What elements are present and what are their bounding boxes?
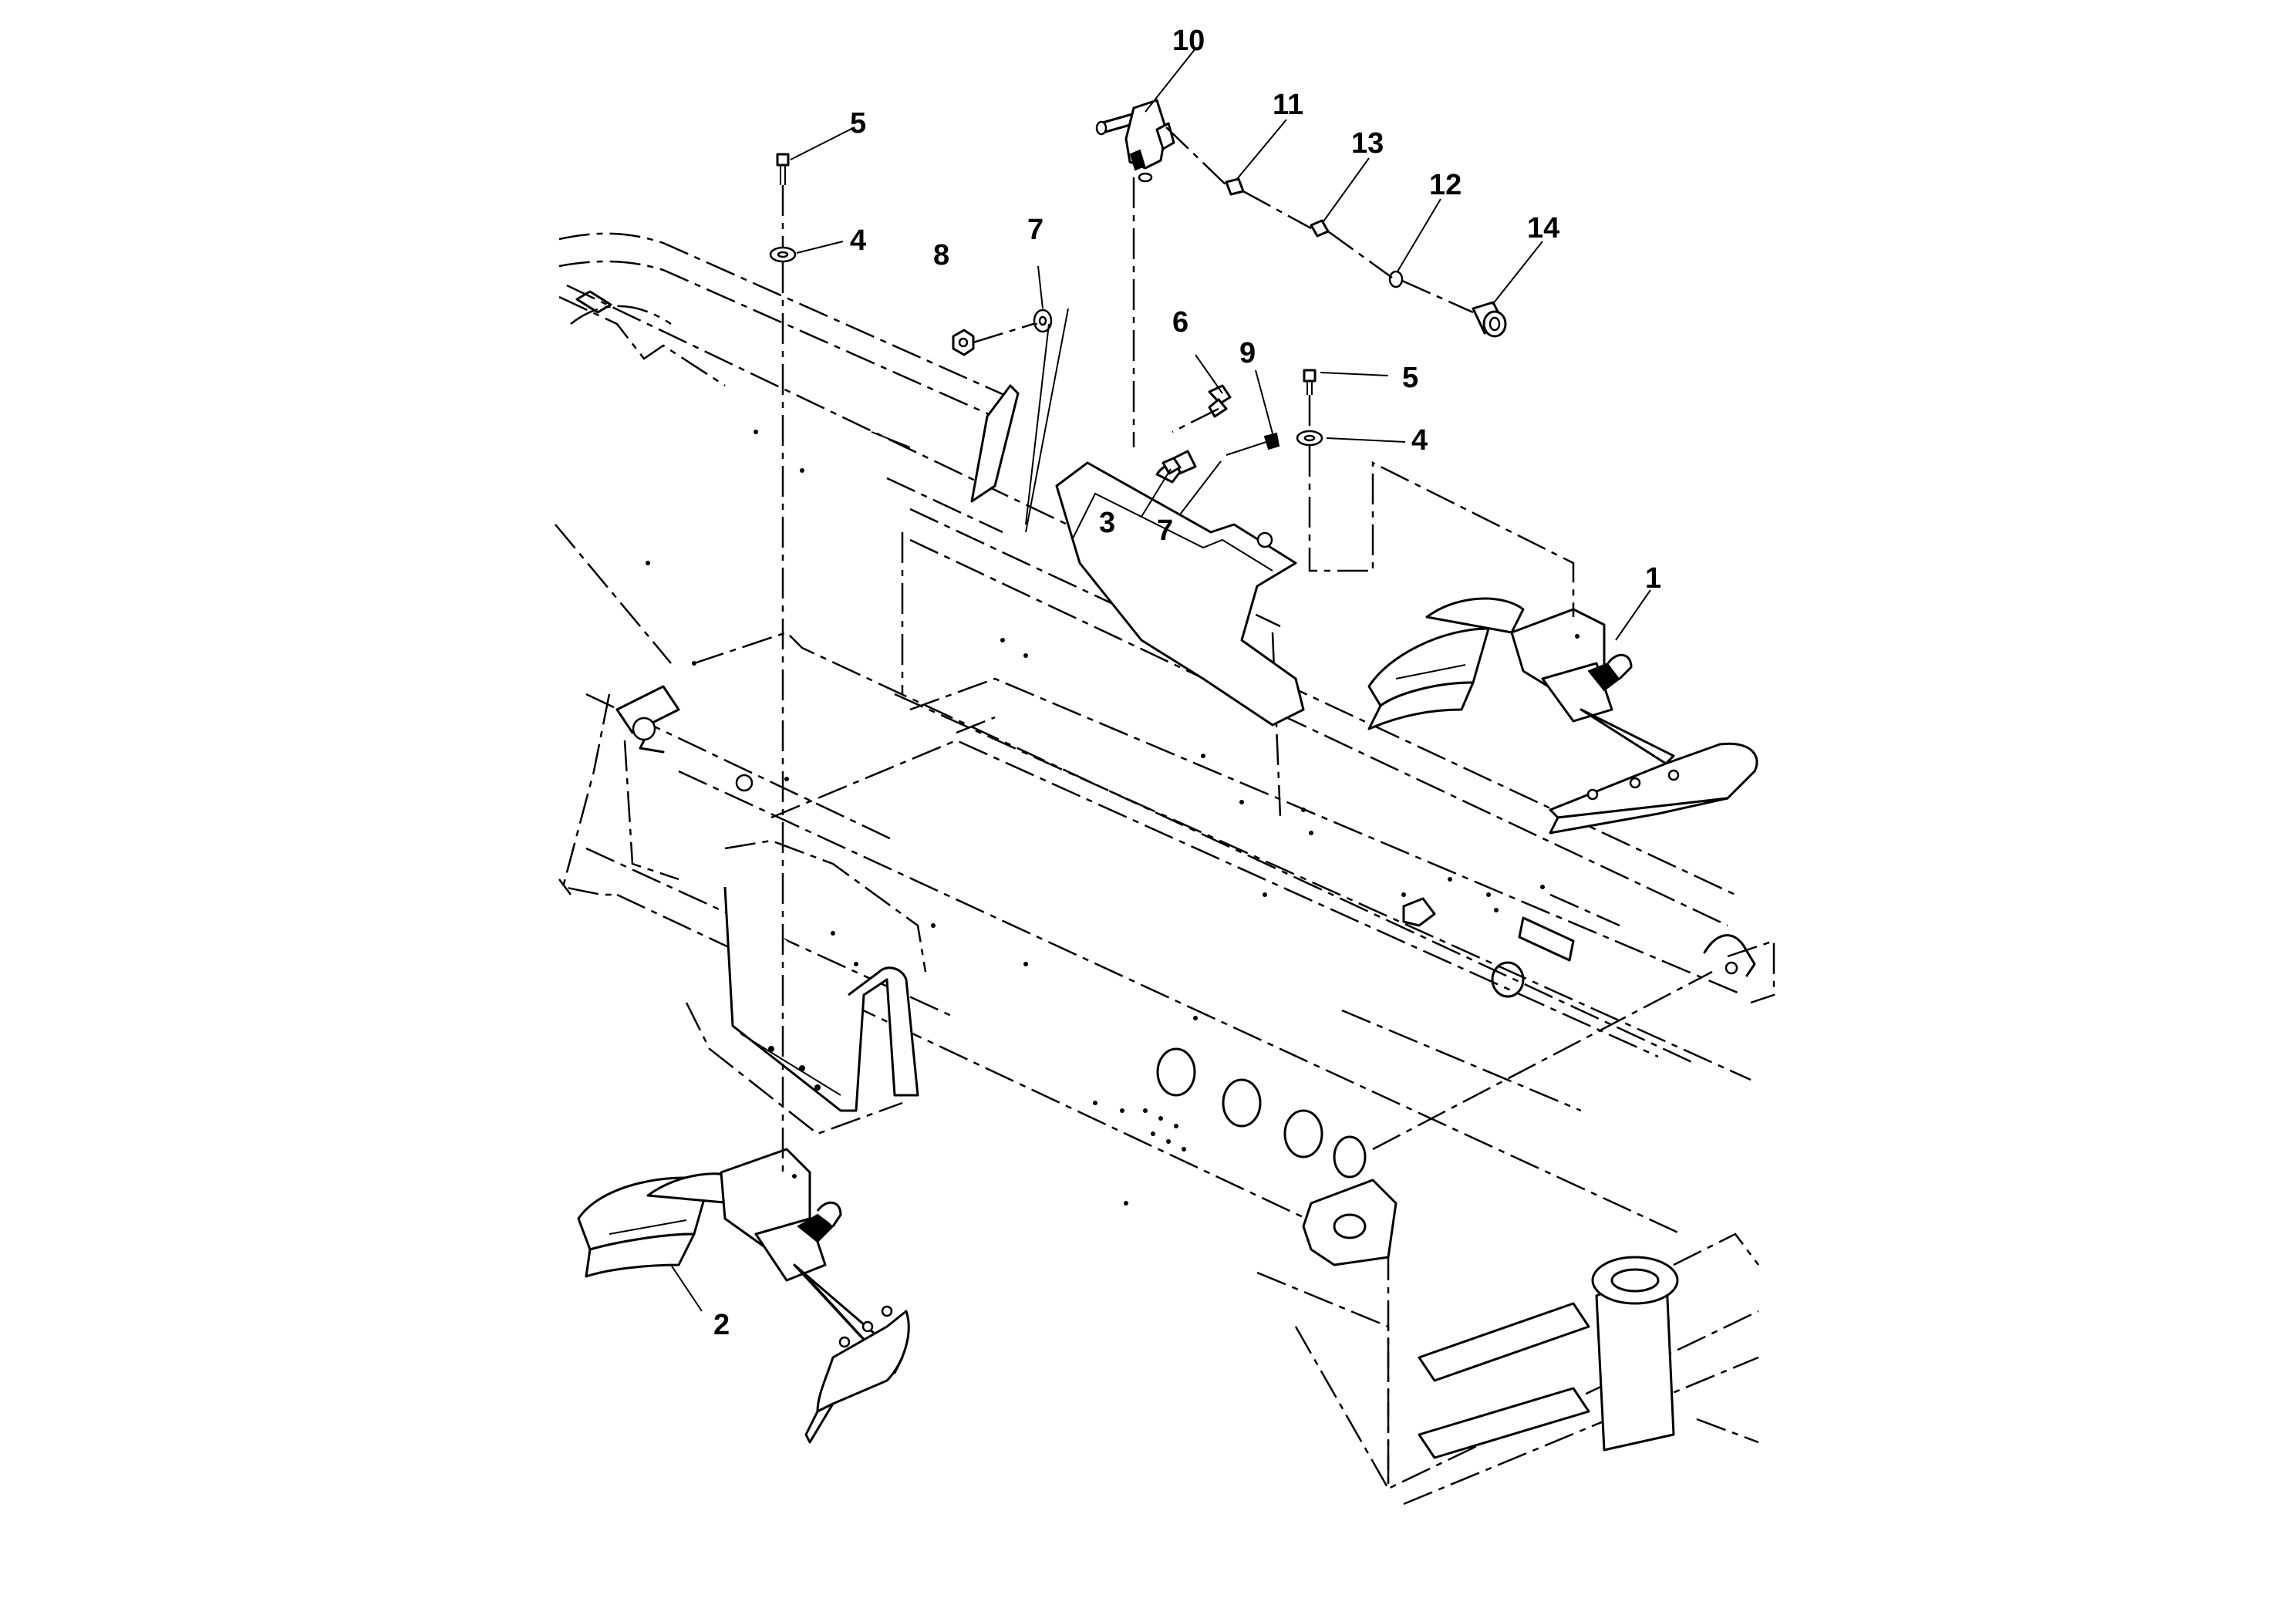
- callout-4-left: 4: [850, 224, 866, 257]
- callout-10: 10: [1172, 25, 1205, 57]
- hardware: [769, 99, 1507, 475]
- callout-8: 8: [933, 239, 949, 271]
- callout-5-left: 5: [850, 107, 866, 140]
- callout-6: 6: [1172, 306, 1188, 339]
- stabilizer-foot-1: [1367, 597, 1758, 835]
- callout-7-lower: 7: [1157, 514, 1173, 547]
- callouts: 10 11 13 12 14 5 4 8 7 6 9 5 4 3 7 1 2: [713, 25, 1661, 1341]
- callout-1: 1: [1645, 562, 1661, 595]
- callout-11: 11: [1273, 89, 1303, 121]
- callout-5-right: 5: [1402, 362, 1418, 394]
- callout-4-right: 4: [1411, 424, 1428, 457]
- callout-13: 13: [1351, 127, 1384, 160]
- assembly-lines: [781, 126, 1575, 1172]
- callout-2: 2: [713, 1309, 730, 1341]
- callout-3: 3: [1099, 507, 1115, 539]
- mounting-bracket: [1055, 450, 1305, 727]
- chassis-frame: [555, 232, 1775, 1506]
- callout-7-upper: 7: [1027, 214, 1043, 246]
- stabilizer-foot-2: [577, 1148, 910, 1444]
- callout-14: 14: [1527, 212, 1559, 244]
- leader-lines: [670, 48, 1651, 1312]
- callout-9: 9: [1239, 337, 1256, 369]
- callout-12: 12: [1429, 169, 1462, 201]
